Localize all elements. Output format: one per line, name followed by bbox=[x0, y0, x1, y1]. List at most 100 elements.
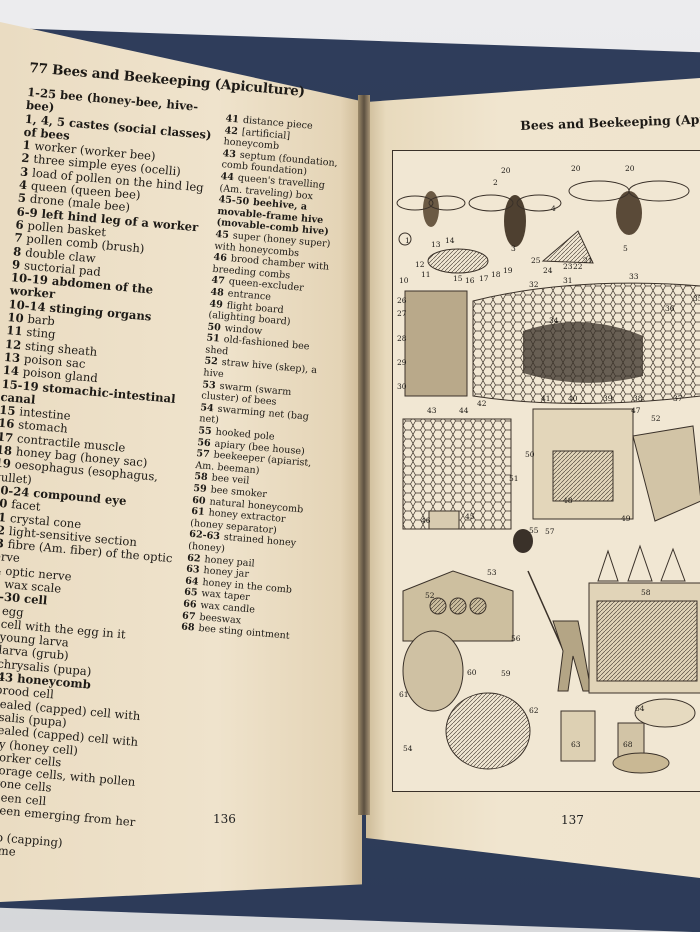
plate-label: 58 bbox=[641, 588, 651, 597]
plate-label: 16 bbox=[465, 276, 475, 285]
plate-label: 59 bbox=[501, 669, 511, 678]
plate-label: 17 bbox=[479, 274, 489, 283]
plate-label: 64 bbox=[635, 704, 645, 713]
plate-label: 43 bbox=[427, 406, 437, 415]
plate-label: 18 bbox=[491, 270, 501, 279]
legend-number: 64 bbox=[184, 575, 199, 588]
legend-number: 22 bbox=[0, 522, 6, 538]
plate-label: 55 bbox=[529, 526, 539, 535]
plate-label: 10 bbox=[399, 276, 409, 285]
legend-number: 20 bbox=[0, 495, 8, 511]
legend-number: 49 bbox=[208, 298, 224, 311]
beekeeper bbox=[552, 620, 592, 692]
plate-label: 46 bbox=[421, 516, 431, 525]
abdomen-diagram bbox=[427, 248, 489, 274]
plate-label: 14 bbox=[445, 236, 455, 245]
legend-number: 44 bbox=[220, 171, 235, 184]
figure-marker-1 bbox=[398, 232, 412, 246]
plate-label: 20 bbox=[625, 164, 635, 173]
plate-label: 23 bbox=[563, 262, 573, 271]
plate-label: 1 bbox=[405, 236, 410, 245]
plate-label: 45 bbox=[465, 512, 475, 521]
legend-number: 61 bbox=[190, 505, 206, 519]
plate-label: 37 bbox=[673, 394, 683, 403]
queen-bee bbox=[468, 194, 562, 247]
plate-label: 24 bbox=[543, 266, 553, 275]
queens-travelling-box bbox=[428, 510, 460, 530]
left-page bbox=[0, 22, 362, 902]
legend-number: 8 bbox=[12, 243, 22, 259]
legend-number: 67 bbox=[181, 609, 196, 623]
plate-label: 63 bbox=[571, 740, 581, 749]
plate-label: 54 bbox=[403, 744, 413, 753]
legend-number: 42 bbox=[224, 124, 239, 137]
plate-label: 33 bbox=[629, 272, 639, 281]
legend-number: 41 bbox=[225, 113, 240, 126]
legend-number: 47 bbox=[210, 274, 226, 288]
plate-label: 40 bbox=[568, 394, 578, 403]
legend-number: 48 bbox=[209, 286, 225, 299]
honey-in-comb bbox=[612, 752, 670, 774]
plate-label: 5 bbox=[623, 244, 628, 253]
plate-label: 60 bbox=[467, 668, 477, 677]
plate-label: 30 bbox=[397, 382, 407, 391]
legend-number: 7 bbox=[13, 230, 24, 246]
plate-label: 52 bbox=[425, 591, 435, 600]
plate-label: 32 bbox=[529, 280, 539, 289]
plate-label: 48 bbox=[563, 496, 573, 505]
legend-number: 57 bbox=[195, 448, 211, 461]
plate-label: 13 bbox=[431, 240, 441, 249]
legend-number: 2 bbox=[20, 151, 31, 166]
legend-number: 62 bbox=[186, 552, 202, 565]
plate-label: 61 bbox=[399, 690, 409, 699]
beekeeper-with-veil bbox=[402, 630, 464, 712]
plate-label: 22 bbox=[573, 262, 583, 271]
legend-number: 55 bbox=[197, 425, 213, 438]
plate-label: 53 bbox=[487, 568, 497, 577]
plate-label: 11 bbox=[421, 270, 431, 279]
legend-number: 45 bbox=[215, 228, 230, 241]
legend-number: 65 bbox=[183, 586, 198, 599]
plate-label: 52 bbox=[651, 414, 661, 423]
legend-number: 23 bbox=[0, 535, 5, 551]
legend-number: 68 bbox=[180, 621, 195, 634]
trees bbox=[597, 544, 686, 582]
plate-label: 12 bbox=[415, 260, 425, 269]
plate-label: 56 bbox=[511, 634, 521, 643]
plate-label: 42 bbox=[477, 399, 487, 408]
plate-label: 57 bbox=[545, 527, 555, 536]
legend-number: 24 bbox=[0, 561, 3, 578]
apiary-hives bbox=[596, 600, 698, 682]
worker-bee bbox=[396, 191, 466, 227]
plate-label: 20 bbox=[501, 166, 511, 175]
legend-number: 59 bbox=[192, 482, 208, 496]
honey-pail bbox=[634, 698, 696, 728]
plate-label: 39 bbox=[603, 394, 613, 403]
legend-number: 25 bbox=[0, 575, 1, 590]
legend-number: 5 bbox=[17, 190, 27, 206]
plate-label: 36 bbox=[665, 304, 675, 313]
page-number-right: 137 bbox=[561, 813, 584, 827]
plate-label: 3 bbox=[511, 244, 516, 253]
legend-number: 56 bbox=[196, 436, 212, 449]
plate-label: 68 bbox=[623, 740, 633, 749]
plate-label: 49 bbox=[621, 514, 631, 523]
book-gutter bbox=[358, 95, 370, 815]
legend-number: 43 bbox=[222, 147, 237, 161]
plate-label: 21 bbox=[583, 256, 593, 265]
plate-label: 28 bbox=[397, 334, 407, 343]
brood-chamber bbox=[552, 450, 614, 502]
plate-label: 19 bbox=[503, 266, 513, 275]
sealed-cells bbox=[523, 322, 643, 383]
plate-label: 31 bbox=[563, 276, 573, 285]
legend-number: 60 bbox=[191, 494, 207, 507]
cell-cross-section bbox=[404, 290, 468, 397]
plate-label: 29 bbox=[397, 358, 407, 367]
legend-number: 66 bbox=[182, 598, 197, 611]
legend-number: 58 bbox=[193, 471, 209, 484]
legend-number: 46 bbox=[213, 251, 228, 265]
legend-number: 54 bbox=[199, 402, 215, 415]
plate-label: 15 bbox=[453, 274, 463, 283]
